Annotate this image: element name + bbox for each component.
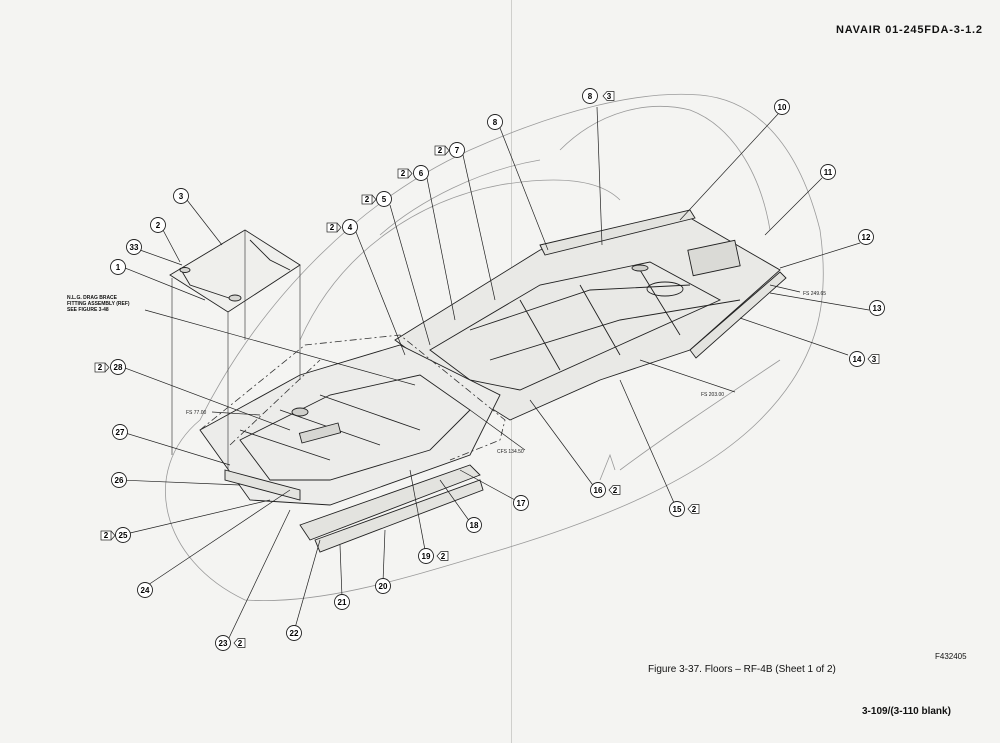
callout-note-flag: 3 (607, 92, 612, 101)
callout-note-flag: 3 (872, 355, 877, 364)
callout-note-flag: 2 (441, 552, 446, 561)
callout-18: 18 (466, 517, 482, 533)
projection-lines (171, 230, 301, 470)
side-rails (224, 209, 787, 553)
reference-note-line: N.L.G. DRAG BRACE (67, 295, 117, 301)
callout-33: 33 (126, 239, 142, 255)
reference-note: N.L.G. DRAG BRACE FITTING ASSEMBLY (REF)… (67, 295, 130, 313)
callout-note-flag: 2 (104, 531, 109, 540)
callout-number: 4 (348, 223, 353, 232)
callout-note-flag: 2 (98, 363, 103, 372)
callout-27: 27 (112, 424, 128, 440)
callout-number: 12 (862, 233, 871, 242)
callout-number: 2 (156, 221, 161, 230)
exploded-upper-panel (169, 229, 301, 313)
callout-23: 23 2 (215, 635, 246, 651)
callout-number: 1 (116, 263, 121, 272)
callout-3: 3 (173, 188, 189, 204)
callout-24: 24 (137, 582, 153, 598)
page-number: 3-109/(3-110 blank) (862, 706, 951, 717)
art-number: F432405 (935, 652, 967, 661)
callout-2: 2 (150, 217, 166, 233)
callout-number: 20 (379, 582, 388, 591)
rear-floor-deck (394, 214, 781, 421)
callout-1: 1 (110, 259, 126, 275)
callout-number: 11 (824, 168, 833, 177)
callout-number: 21 (338, 598, 347, 607)
station-fs134: CFS 134.50 (497, 449, 524, 455)
callout-11: 11 (820, 164, 836, 180)
callout-16: 16 2 (590, 482, 621, 498)
callout-number: 15 (673, 505, 682, 514)
leader-lines (119, 106, 870, 641)
callout-note-flag: 2 (330, 223, 335, 232)
callout-28: 2 28 (94, 359, 126, 375)
callout-number: 16 (594, 486, 603, 495)
callout-number: 23 (219, 639, 228, 648)
callout-note-flag: 2 (438, 146, 443, 155)
callout-17: 17 (513, 495, 529, 511)
callout-number: 19 (422, 552, 431, 561)
callout-number: 33 (130, 243, 139, 252)
callout-note-flag: 2 (401, 169, 406, 178)
station-labels: FS 77.00 CFS 134.50 FS 203.00 FS 249.65 (186, 291, 826, 455)
station-fs249: FS 249.65 (803, 291, 826, 297)
callout-number: 13 (873, 304, 882, 313)
callout-number: 6 (419, 169, 424, 178)
callout-26: 26 (111, 472, 127, 488)
callout-20: 20 (375, 578, 391, 594)
reference-note-line: SEE FIGURE 3-48 (67, 307, 109, 313)
callout-note-flag: 2 (613, 486, 618, 495)
figure-caption: Figure 3-37. Floors – RF-4B (Sheet 1 of … (648, 664, 836, 675)
callout-number: 17 (517, 499, 526, 508)
callout-number: 3 (179, 192, 184, 201)
callout-19: 19 2 (418, 548, 449, 564)
callout-number: 28 (114, 363, 123, 372)
callout-note-flag: 2 (692, 505, 697, 514)
station-fs77: FS 77.00 (186, 410, 207, 416)
callout-10: 10 (774, 99, 790, 115)
forward-floor-deck (199, 344, 501, 506)
callout-number: 27 (116, 428, 125, 437)
callout-number: 24 (141, 586, 150, 595)
document-id: NAVAIR 01-245FDA-3-1.2 (836, 24, 983, 36)
callout-number: 7 (455, 146, 460, 155)
callout-number: 8 (493, 118, 498, 127)
callout-25: 2 25 (100, 527, 131, 543)
callout-note-flag: 2 (238, 639, 243, 648)
callout-number: 10 (778, 103, 787, 112)
callout-15: 15 2 (669, 501, 700, 517)
callout-number: 18 (470, 521, 479, 530)
callout-number: 25 (119, 531, 128, 540)
callout-13: 13 (869, 300, 885, 316)
reference-outline (199, 334, 506, 461)
station-fs203: FS 203.00 (701, 392, 724, 398)
callout-12: 12 (858, 229, 874, 245)
callout-14: 14 3 (849, 351, 880, 367)
callout-22: 22 (286, 625, 302, 641)
callout-number: 14 (853, 355, 862, 364)
callout-8: 8 (487, 114, 503, 130)
callout-number: 22 (290, 629, 299, 638)
callout-note-flag: 2 (365, 195, 370, 204)
callout-number: 26 (115, 476, 124, 485)
reference-note-line: FITTING ASSEMBLY (REF) (67, 301, 130, 307)
callout-21: 21 (334, 594, 350, 610)
callout-number: 8 (588, 92, 593, 101)
callout-number: 5 (382, 195, 387, 204)
